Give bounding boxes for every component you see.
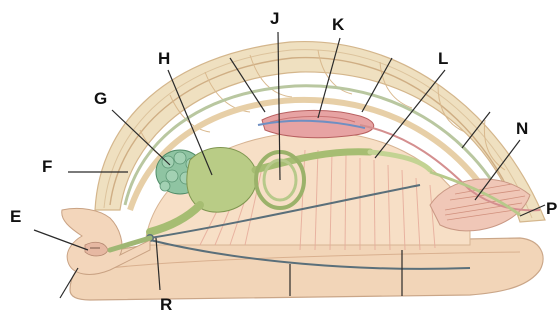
- label-g: G: [94, 89, 107, 108]
- label-r: R: [160, 295, 172, 314]
- label-k: K: [332, 15, 345, 34]
- label-e: E: [10, 207, 21, 226]
- heart: [258, 110, 374, 137]
- label-h: H: [158, 49, 170, 68]
- label-p: P: [546, 199, 557, 218]
- label-f: F: [42, 157, 52, 176]
- label-j: J: [270, 9, 279, 28]
- label-l: L: [438, 49, 448, 68]
- label-n: N: [516, 119, 528, 138]
